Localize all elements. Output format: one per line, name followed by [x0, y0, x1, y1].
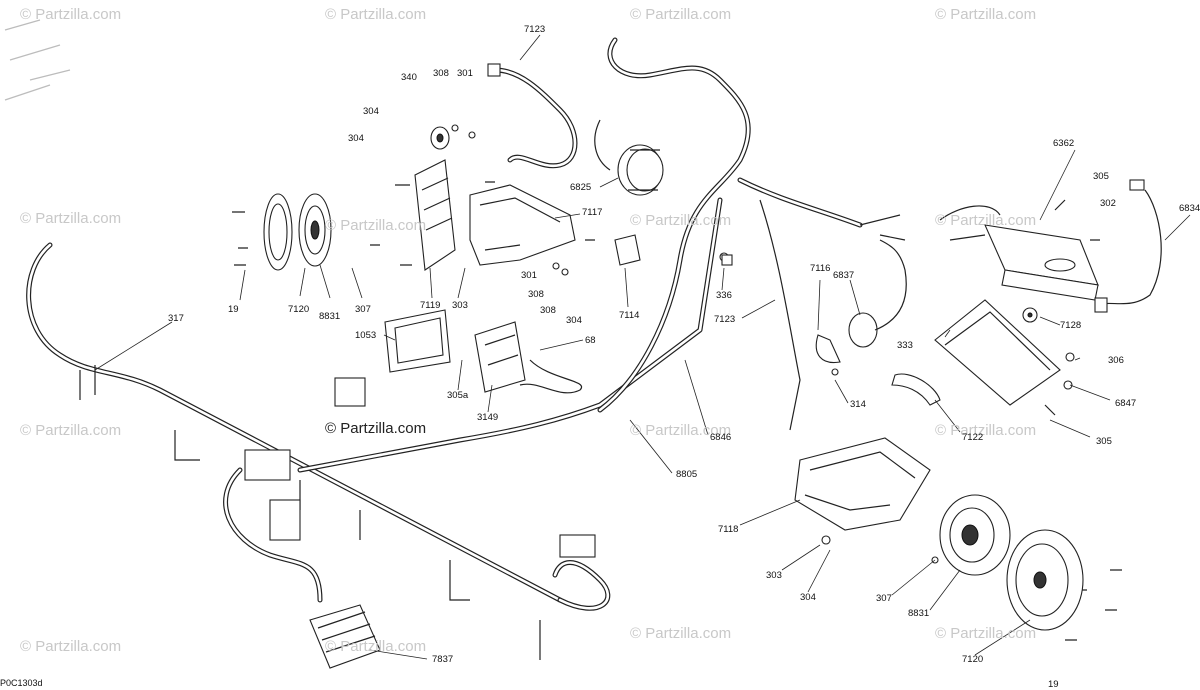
watermark: © Partzilla.com [20, 210, 122, 227]
callout-314: 314 [850, 399, 866, 410]
harness-6834 [1094, 179, 1162, 313]
leader-lines [94, 34, 1191, 660]
callout-303: 303 [766, 570, 782, 581]
watermark: © Partzilla.com [630, 625, 732, 642]
main-harness [26, 197, 723, 611]
callout-6837: 6837 [833, 270, 855, 281]
watermark: © Partzilla.com [630, 6, 732, 23]
speaker-housing-7118 [794, 437, 931, 531]
callout-1053: 1053 [355, 330, 377, 341]
callout-317: 317 [168, 313, 184, 324]
callout-301: 301 [521, 270, 537, 281]
callout-304: 304 [566, 315, 582, 326]
callout-305a: 305a [447, 390, 469, 401]
callout-8805: 8805 [676, 469, 698, 480]
right-speaker-8831 [939, 494, 1011, 576]
module-7114 [614, 234, 641, 266]
watermark: © Partzilla.com [935, 6, 1037, 23]
cable-68 [519, 359, 583, 394]
callout-7120: 7120 [962, 654, 984, 665]
connector-336 [721, 254, 733, 266]
callout-336: 336 [716, 290, 732, 301]
tube-7122 [891, 373, 941, 406]
gauge-6837 [848, 239, 907, 348]
speaker-mount-7119 [414, 159, 456, 271]
callout-7120: 7120 [288, 304, 310, 315]
callout-7118: 7118 [718, 524, 739, 535]
callout-68: 68 [585, 335, 596, 346]
callout-19: 19 [228, 304, 239, 315]
callout-308: 308 [540, 305, 556, 316]
callout-8831: 8831 [908, 608, 930, 619]
watermark: © Partzilla.com [325, 217, 427, 234]
callout-7128: 7128 [1060, 320, 1082, 331]
callout-302: 302 [1100, 198, 1116, 209]
display-mount-3149 [474, 321, 526, 393]
callout-6847: 6847 [1115, 398, 1137, 409]
callout-6834: 6834 [1179, 203, 1200, 214]
callout-6846: 6846 [710, 432, 732, 443]
bracket-7116 [815, 334, 841, 364]
left-speaker-grille-7120 [263, 193, 293, 271]
callout-306: 306 [1108, 355, 1124, 366]
callout-19: 19 [1048, 679, 1059, 690]
watermark: © Partzilla.com [325, 638, 427, 655]
amplifier-6362 [939, 205, 1099, 301]
diagram-code: P0C1303d [0, 678, 43, 688]
callout-308: 308 [433, 68, 449, 79]
watermark: © Partzilla.com [935, 422, 1037, 439]
callout-8831: 8831 [319, 311, 341, 322]
callout-304: 304 [348, 133, 364, 144]
watermark: © Partzilla.com [630, 422, 732, 439]
partzilla-logo: © Partzilla.com [325, 420, 427, 437]
ecu-module-7837 [309, 604, 381, 669]
callout-7123: 7123 [524, 24, 546, 35]
decorative-sketch [4, 19, 71, 101]
callout-304: 304 [363, 106, 379, 117]
callout-3149: 3149 [477, 412, 499, 423]
callout-7117: 7117 [582, 207, 603, 218]
callout-7114: 7114 [619, 310, 640, 321]
callout-7123: 7123 [714, 314, 736, 325]
watermark: © Partzilla.com [935, 212, 1037, 229]
callout-7119: 7119 [420, 300, 441, 311]
watermark: © Partzilla.com [630, 212, 732, 229]
callout-304: 304 [800, 592, 816, 603]
harness-brackets [79, 365, 596, 660]
grommet-7128 [1022, 307, 1038, 323]
watermark: © Partzilla.com [20, 638, 122, 655]
callout-6825: 6825 [570, 182, 592, 193]
callout-7122: 7122 [962, 432, 984, 443]
callout-307: 307 [876, 593, 892, 604]
callout-305: 305 [1096, 436, 1112, 447]
callout-305: 305 [1093, 171, 1109, 182]
speaker-housing-7117 [469, 184, 576, 266]
display-1053 [384, 309, 451, 373]
gauge-6825 [617, 144, 664, 196]
watermark: © Partzilla.com [935, 625, 1037, 642]
left-speaker-8831 [298, 193, 332, 267]
harness-7123 [487, 63, 578, 169]
bracket-340 [430, 126, 450, 150]
callout-340: 340 [401, 72, 417, 83]
watermark: © Partzilla.com [20, 422, 122, 439]
callout-6362: 6362 [1053, 138, 1075, 149]
callout-333: 333 [897, 340, 913, 351]
callout-301: 301 [457, 68, 473, 79]
mount-bracket-6847 [934, 299, 1061, 406]
callout-7837: 7837 [432, 654, 454, 665]
right-speaker-grille-7120 [1006, 529, 1084, 631]
watermark: © Partzilla.com [20, 6, 122, 23]
callout-307: 307 [355, 304, 371, 315]
callout-308: 308 [528, 289, 544, 300]
callout-303: 303 [452, 300, 468, 311]
callout-7116: 7116 [810, 263, 831, 274]
watermark: © Partzilla.com [325, 6, 427, 23]
upper-harness [594, 37, 906, 431]
